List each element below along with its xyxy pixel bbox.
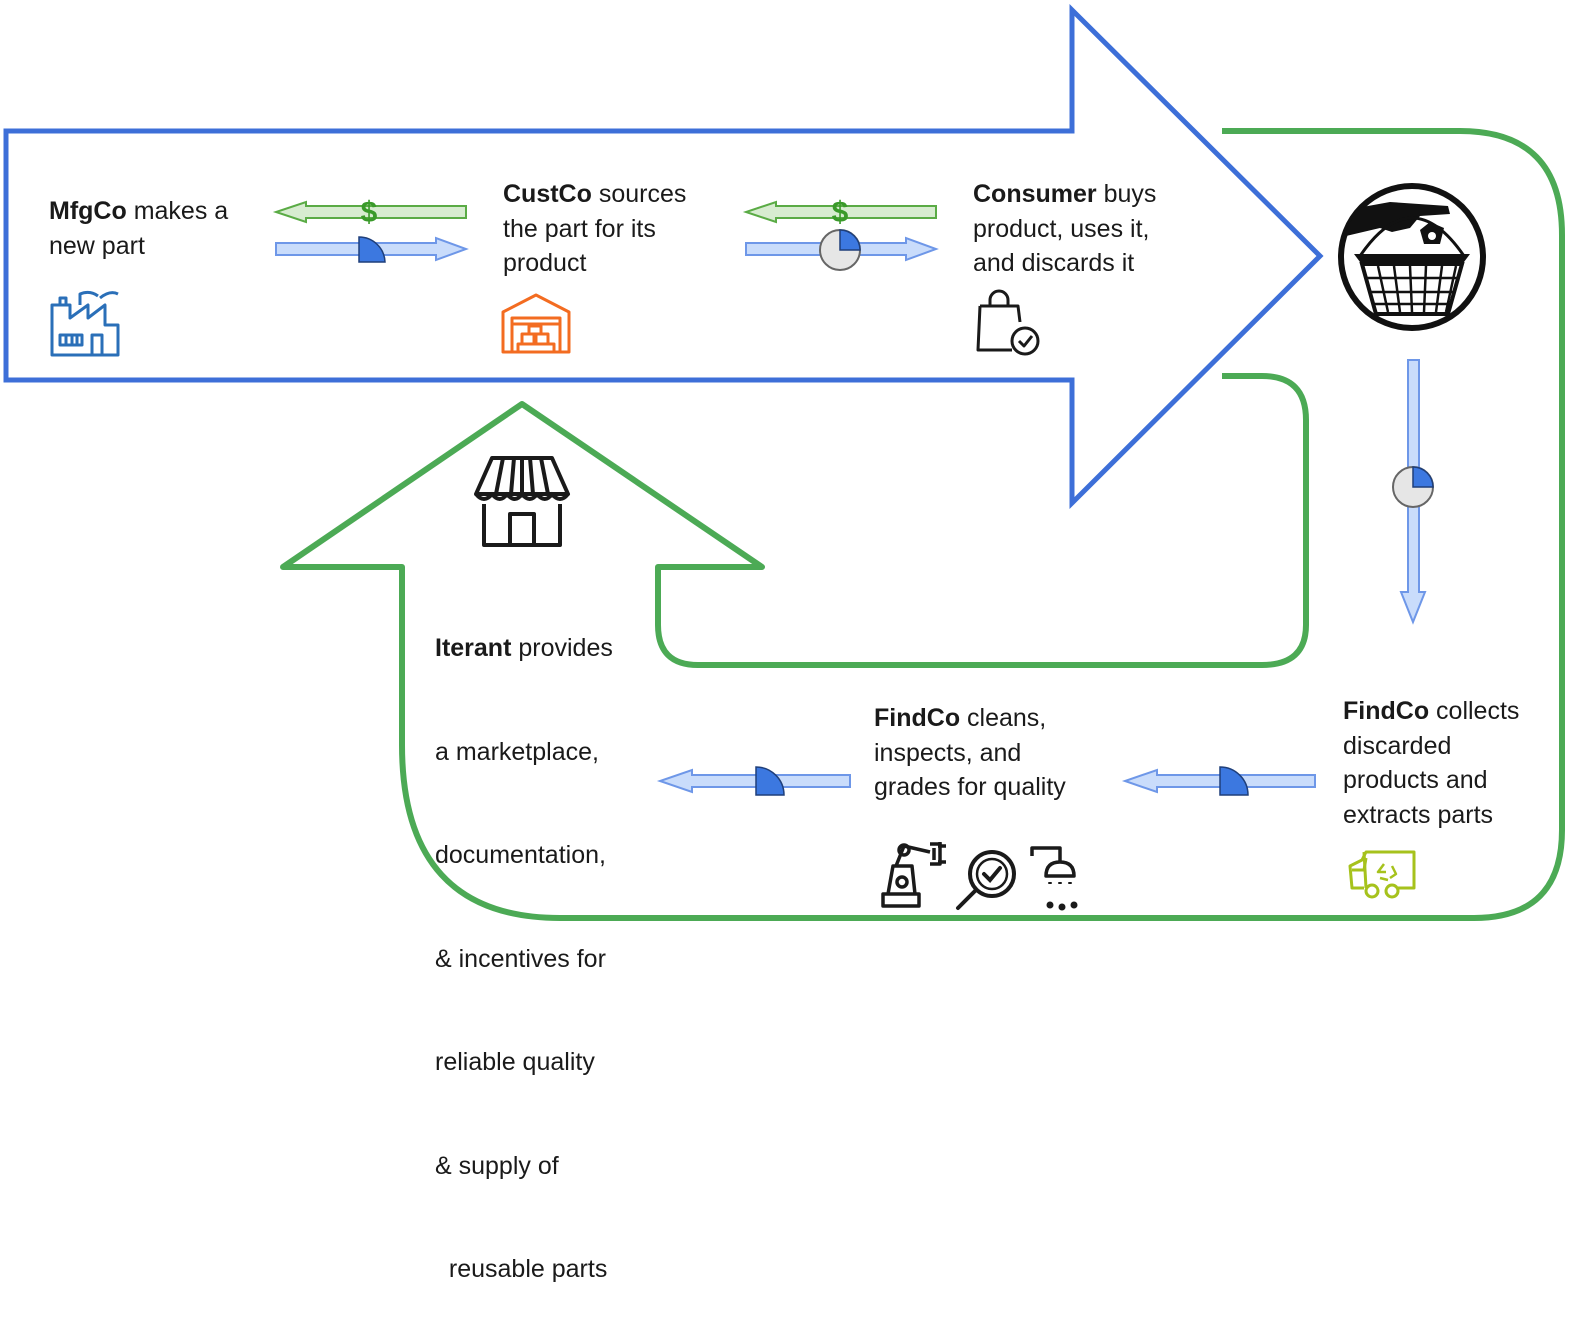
part-flow-arrow-2: [745, 229, 939, 271]
iterant-name: Iterant: [435, 634, 512, 662]
findco-clean-text-3: grades for quality: [874, 773, 1066, 801]
iterant-text-3: documentation,: [435, 841, 606, 869]
custco-text-1: sources: [591, 180, 687, 208]
findco-collect-label: FindCo collects discarded products and e…: [1343, 694, 1519, 832]
return-loop-arrow: [280, 128, 1565, 921]
dollar-icon: $: [361, 196, 378, 229]
iterant-text-7: reusable parts: [435, 1255, 608, 1283]
factory-icon: [50, 290, 120, 357]
iterant-text-2: a marketplace,: [435, 737, 599, 766]
part-quarter-icon: [755, 766, 785, 796]
findco-collect-text-3: products and: [1343, 766, 1488, 794]
robot-arm-icon: [881, 842, 946, 908]
findco-clean-text-2: inspects, and: [874, 738, 1022, 767]
storefront-icon: [474, 456, 570, 547]
mfgco-label: MfgCo makes a new part: [49, 194, 228, 263]
iterant-text-4: & incentives for: [435, 944, 606, 973]
forward-flow-arrow: [3, 3, 1324, 510]
shopping-bag-check-icon: [976, 289, 1040, 356]
findco-clean-text-1: cleans,: [960, 704, 1047, 732]
iterant-text-6: & supply of: [435, 1151, 559, 1180]
consumer-name: Consumer: [973, 180, 1097, 208]
iterant-label: Iterant provides a marketplace, document…: [435, 562, 613, 1321]
part-flow-arrow-1: [275, 236, 469, 263]
consumer-text-3: and discards it: [973, 249, 1135, 277]
dollar-icon: $: [832, 196, 849, 229]
iterant-text-1: provides: [511, 634, 613, 662]
consumer-label: Consumer buys product, uses it, and disc…: [973, 177, 1156, 281]
findco-clean-name: FindCo: [874, 704, 961, 732]
part-quarter-icon: [1219, 766, 1249, 796]
part-quarter-icon: [358, 236, 386, 263]
part-quarter-icon: [839, 229, 861, 251]
custco-name: CustCo: [503, 180, 592, 208]
part-flow-arrow-down: [1392, 359, 1434, 625]
circular-flow-diagram: $ $: [3, 3, 1565, 921]
part-quarter-icon: [1412, 466, 1434, 488]
findco-collect-text-2: discarded: [1343, 731, 1452, 760]
recycling-truck-icon: [1348, 850, 1416, 899]
consumer-text-2: product, uses it,: [973, 214, 1150, 243]
custco-label: CustCo sources the part for its product: [503, 177, 686, 281]
findco-collect-name: FindCo: [1343, 697, 1430, 725]
mfgco-name: MfgCo: [49, 197, 127, 225]
findco-collect-text-4: extracts parts: [1343, 800, 1494, 829]
hand-dropping-into-basket-icon: [1338, 183, 1486, 331]
magnifier-check-icon: [956, 850, 1016, 910]
part-flow-arrow-4: [656, 766, 851, 796]
money-flow-arrow-1: $: [272, 196, 467, 229]
custco-text-2: the part for its: [503, 214, 656, 243]
mfgco-text-1: makes a: [126, 197, 229, 225]
money-flow-arrow-2: $: [742, 196, 937, 229]
consumer-text-1: buys: [1096, 180, 1157, 208]
iterant-text-5: reliable quality: [435, 1048, 595, 1076]
part-flow-arrow-3: [1121, 766, 1316, 796]
findco-clean-label: FindCo cleans, inspects, and grades for …: [874, 701, 1066, 805]
custco-text-3: product: [503, 249, 587, 277]
warehouse-icon: [501, 293, 571, 354]
findco-collect-text-1: collects: [1429, 697, 1520, 725]
mfgco-text-2: new part: [49, 231, 145, 260]
shower-icon: [1030, 846, 1078, 911]
